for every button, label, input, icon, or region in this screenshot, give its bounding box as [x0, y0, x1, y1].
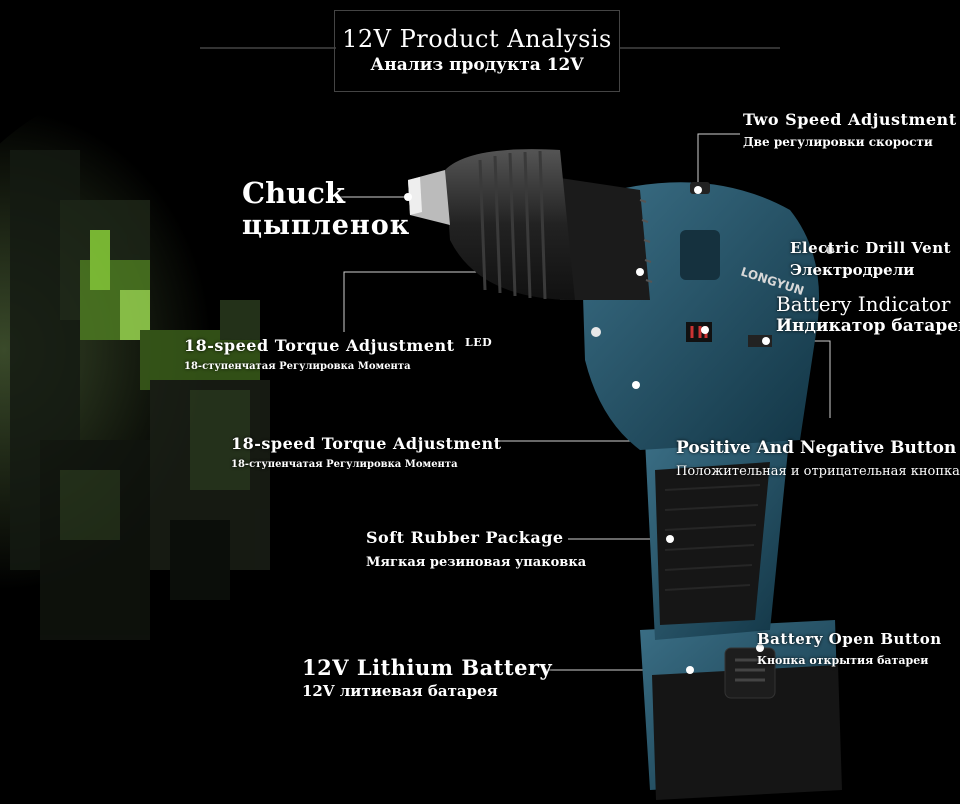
label-pos-neg: Positive And Negative Button Положительн…: [676, 438, 960, 479]
label-lithium-en: 12V Lithium Battery: [302, 655, 553, 680]
label-chuck: Chuck цыпленок: [242, 176, 410, 241]
label-vent-en: Electric Drill Vent: [790, 239, 952, 257]
label-lithium: 12V Lithium Battery 12V литиевая батарея: [302, 655, 552, 700]
label-battery-open: Battery Open Button Кнопка открытия бата…: [757, 629, 942, 667]
title-en: 12V Product Analysis: [342, 25, 612, 53]
label-torque-1: 18-speed Torque Adjustment 18-ступенчата…: [184, 336, 455, 372]
label-torque-2-ru: 18-ступенчатая Регулировка Момента: [231, 459, 458, 470]
label-lithium-ru: 12V литиевая батарея: [302, 682, 498, 700]
label-torque-2-en: 18-speed Torque Adjustment: [231, 434, 502, 453]
background-ruins: [10, 150, 270, 640]
label-vent-ru: Электродрели: [790, 261, 915, 279]
label-rubber-en: Soft Rubber Package: [366, 528, 564, 547]
led-light: [591, 327, 601, 337]
label-battery-indicator: Battery Indicator Индикатор батареи: [776, 292, 960, 336]
label-two-speed: Two Speed Adjustment Две регулировки ско…: [743, 110, 957, 149]
label-pos-neg-ru: Положительная и отрицательная кнопка: [676, 464, 960, 479]
label-torque-1-ru: 18-ступенчатая Регулировка Момента: [184, 361, 411, 372]
title-box: 12V Product Analysis Анализ продукта 12V: [334, 10, 620, 92]
label-battery-open-en: Battery Open Button: [757, 630, 942, 648]
label-led: LED: [465, 331, 492, 350]
label-torque-2: 18-speed Torque Adjustment 18-ступенчата…: [231, 434, 502, 470]
label-chuck-ru: цыпленок: [242, 210, 411, 241]
label-battery-indicator-en: Battery Indicator: [776, 292, 951, 316]
callout-dots: [404, 186, 834, 674]
drill: LONGYUN: [408, 149, 842, 800]
title-ru: Анализ продукта 12V: [370, 55, 584, 75]
label-battery-indicator-ru: Индикатор батареи: [776, 316, 960, 336]
label-two-speed-en: Two Speed Adjustment: [743, 110, 957, 129]
label-battery-open-ru: Кнопка открытия батареи: [757, 654, 929, 667]
label-led-en: LED: [465, 336, 493, 349]
label-rubber-ru: Мягкая резиновая упаковка: [366, 555, 587, 570]
label-chuck-en: Chuck: [242, 176, 346, 210]
label-rubber: Soft Rubber Package Мягкая резиновая упа…: [366, 528, 586, 570]
label-two-speed-ru: Две регулировки скорости: [743, 135, 933, 149]
label-torque-1-en: 18-speed Torque Adjustment: [184, 336, 455, 355]
label-pos-neg-en: Positive And Negative Button: [676, 438, 957, 458]
label-vent: Electric Drill Vent Электродрели: [790, 238, 951, 279]
